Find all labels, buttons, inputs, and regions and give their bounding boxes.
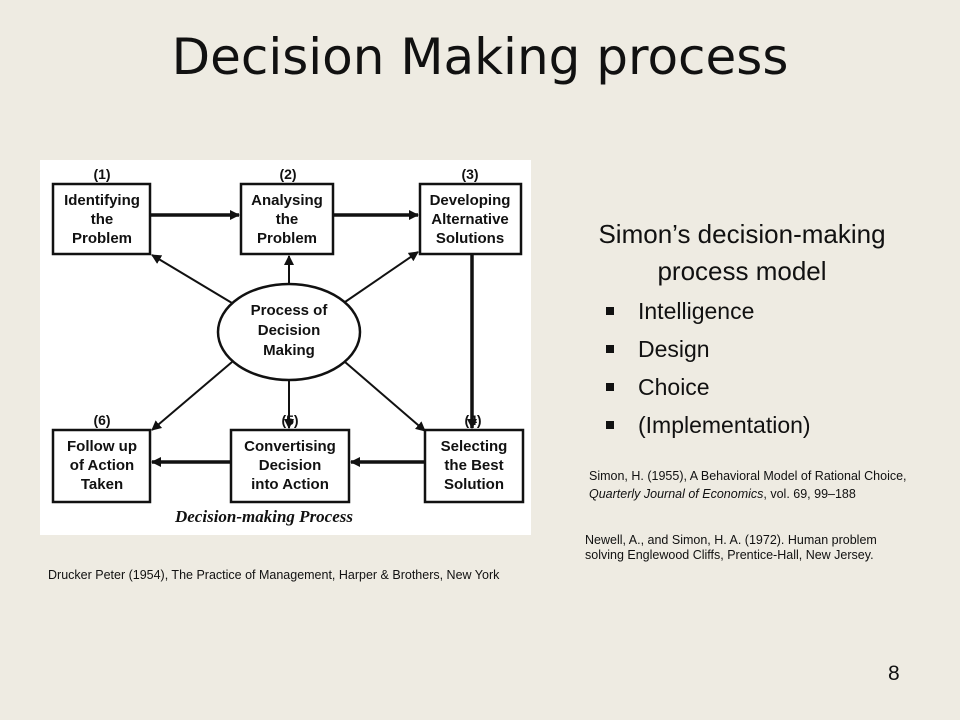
step-number-1: (1) xyxy=(93,166,110,182)
step-3-line-1: Developing xyxy=(430,192,511,209)
bullet-label: (Implementation) xyxy=(638,412,811,438)
step-5-line-3: into Action xyxy=(251,476,329,493)
center-line-3: Making xyxy=(263,342,315,359)
step-2-line-2: the xyxy=(276,211,299,228)
step-6-line-3: Taken xyxy=(81,476,123,493)
step-6-line-2: of Action xyxy=(70,457,134,474)
reference-simon-suffix: , vol. 69, 99–188 xyxy=(763,487,856,501)
step-box-4 xyxy=(423,428,525,504)
center-line-2: Decision xyxy=(258,322,321,339)
diagram-caption: Decision-making Process xyxy=(174,507,353,526)
page-number: 8 xyxy=(888,662,900,685)
step-box-5 xyxy=(229,428,351,504)
step-3-line-3: Solutions xyxy=(436,230,504,247)
square-bullet-icon xyxy=(606,421,614,429)
step-box-1 xyxy=(51,182,152,256)
square-bullet-icon xyxy=(606,383,614,391)
reference-simon-1955: Simon, H. (1955), A Behavioral Model of … xyxy=(589,467,934,503)
radial-arrow-3 xyxy=(344,251,419,303)
radial-arrow-6 xyxy=(151,361,233,431)
step-3-line-2: Alternative xyxy=(431,211,509,228)
step-4-line-3: Solution xyxy=(444,476,504,493)
step-1-line-1: Identifying xyxy=(64,192,140,209)
step-5-line-2: Decision xyxy=(259,457,322,474)
step-1-line-2: the xyxy=(91,211,114,228)
bullet-label: Intelligence xyxy=(638,298,755,324)
bullet-choice: Choice xyxy=(606,370,811,408)
center-ellipse xyxy=(216,282,362,382)
bullet-label: Design xyxy=(638,336,710,362)
bullet-design: Design xyxy=(606,332,811,370)
step-4-line-1: Selecting xyxy=(441,438,508,455)
reference-simon-prefix: Simon, H. (1955), A Behavioral Model of … xyxy=(589,469,907,483)
step-2-line-1: Analysing xyxy=(251,192,323,209)
step-6-line-1: Follow up xyxy=(67,438,137,455)
step-1-line-3: Problem xyxy=(72,230,132,247)
step-number-3: (3) xyxy=(461,166,478,182)
step-4-line-2: the Best xyxy=(444,457,503,474)
reference-simon-journal: Quarterly Journal of Economics xyxy=(589,487,764,501)
source-note-drucker: Drucker Peter (1954), The Practice of Ma… xyxy=(48,568,500,582)
step-5-line-1: Convertising xyxy=(244,438,336,455)
bullet-label: Choice xyxy=(638,374,710,400)
decision-process-figure: (1) (2) (3) (4) (5) (6) Identifying the … xyxy=(40,160,531,535)
radial-arrow-4 xyxy=(344,361,426,432)
bullet-implementation: (Implementation) xyxy=(606,408,811,446)
bullet-intelligence: Intelligence xyxy=(606,294,811,332)
square-bullet-icon xyxy=(606,307,614,315)
step-box-3 xyxy=(418,182,523,256)
square-bullet-icon xyxy=(606,345,614,353)
step-number-2: (2) xyxy=(279,166,296,182)
radial-arrow-1 xyxy=(151,254,233,304)
step-2-line-3: Problem xyxy=(257,230,317,247)
model-title: Simon’s decision-making process model xyxy=(598,219,886,286)
decision-process-diagram: (1) (2) (3) (4) (5) (6) Identifying the … xyxy=(51,166,525,526)
model-bullet-list: Intelligence Design Choice (Implementati… xyxy=(606,294,811,446)
slide-title: Decision Making process xyxy=(171,28,789,86)
step-box-6 xyxy=(51,428,152,504)
center-line-1: Process of xyxy=(251,302,329,319)
step-number-6: (6) xyxy=(93,412,110,428)
step-box-2 xyxy=(239,182,335,256)
reference-newell-simon-1972: Newell, A., and Simon, H. A. (1972). Hum… xyxy=(585,533,877,562)
